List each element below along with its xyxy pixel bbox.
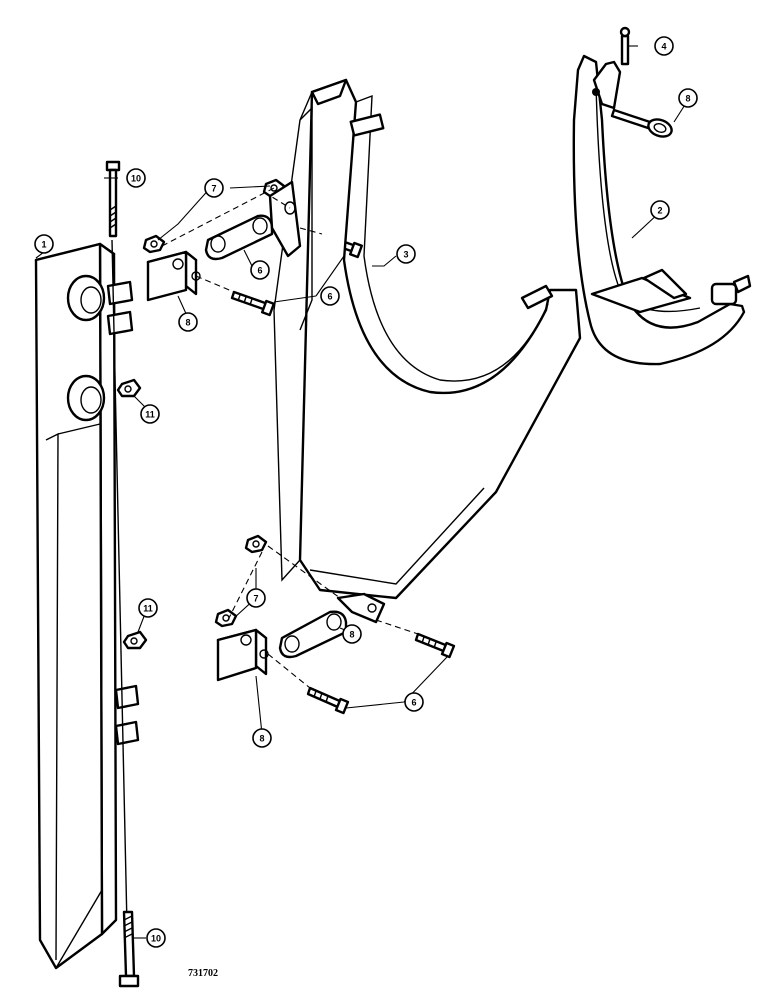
upper-bolt-a bbox=[230, 290, 276, 317]
svg-text:3: 3 bbox=[403, 250, 408, 260]
callout-7-top: 7 bbox=[204, 178, 224, 198]
svg-text:7: 7 bbox=[253, 594, 258, 604]
svg-text:11: 11 bbox=[145, 410, 155, 420]
svg-text:8: 8 bbox=[259, 734, 264, 744]
upper-link-plate bbox=[204, 214, 274, 261]
callout-8-top: 8 bbox=[678, 88, 698, 108]
svg-text:7: 7 bbox=[211, 184, 216, 194]
upper-clamp-block bbox=[146, 250, 201, 302]
svg-text:8: 8 bbox=[349, 630, 354, 640]
lower-nut-a bbox=[214, 608, 238, 628]
lower-clamp-block bbox=[216, 628, 269, 682]
bottom-long-bolt bbox=[118, 910, 140, 988]
svg-text:8: 8 bbox=[685, 94, 690, 104]
clevis-pin bbox=[592, 88, 673, 138]
shank-holder bbox=[268, 78, 582, 624]
svg-text:8: 8 bbox=[185, 318, 190, 328]
upper-nut-a bbox=[142, 234, 166, 254]
alignment-lines bbox=[161, 187, 419, 689]
svg-text:6: 6 bbox=[327, 292, 332, 302]
callout-6-top: 6 bbox=[250, 260, 270, 280]
svg-text:10: 10 bbox=[151, 934, 161, 944]
callout-1: 1 bbox=[34, 234, 54, 254]
top-long-bolt bbox=[105, 160, 121, 238]
lower-nut-b bbox=[244, 534, 268, 554]
svg-text:10: 10 bbox=[131, 174, 141, 184]
cotter-pin bbox=[619, 26, 631, 66]
loop-clamp bbox=[572, 54, 752, 366]
svg-text:1: 1 bbox=[41, 240, 46, 250]
lower-nut bbox=[122, 630, 148, 650]
svg-text:2: 2 bbox=[657, 206, 662, 216]
callout-6-bottom-bolts: 6 bbox=[404, 692, 424, 712]
callout-11-bottom: 11 bbox=[138, 598, 158, 618]
callout-4: 4 bbox=[654, 36, 674, 56]
svg-text:4: 4 bbox=[661, 42, 666, 52]
callout-8-bottom-plate: 8 bbox=[342, 624, 362, 644]
callout-6-top-bolts: 6 bbox=[320, 286, 340, 306]
upper-nut bbox=[116, 378, 142, 398]
callout-2: 2 bbox=[650, 200, 670, 220]
callout-8-top-block: 8 bbox=[178, 312, 198, 332]
svg-text:6: 6 bbox=[257, 266, 262, 276]
svg-text:11: 11 bbox=[143, 604, 153, 614]
svg-text:6: 6 bbox=[411, 698, 416, 708]
shank-bar bbox=[34, 239, 140, 973]
callout-3: 3 bbox=[396, 244, 416, 264]
callout-10-bottom: 10 bbox=[146, 928, 166, 948]
callout-10-top: 10 bbox=[126, 168, 146, 188]
callout-8-bottom-block: 8 bbox=[252, 728, 272, 748]
lower-bolt-b bbox=[414, 632, 456, 659]
lower-bolt-a bbox=[306, 686, 350, 715]
callout-11-top: 11 bbox=[140, 404, 160, 424]
figure-number: 731702 bbox=[188, 968, 218, 979]
callout-7-bottom: 7 bbox=[246, 588, 266, 608]
lower-link-plate bbox=[278, 610, 348, 659]
